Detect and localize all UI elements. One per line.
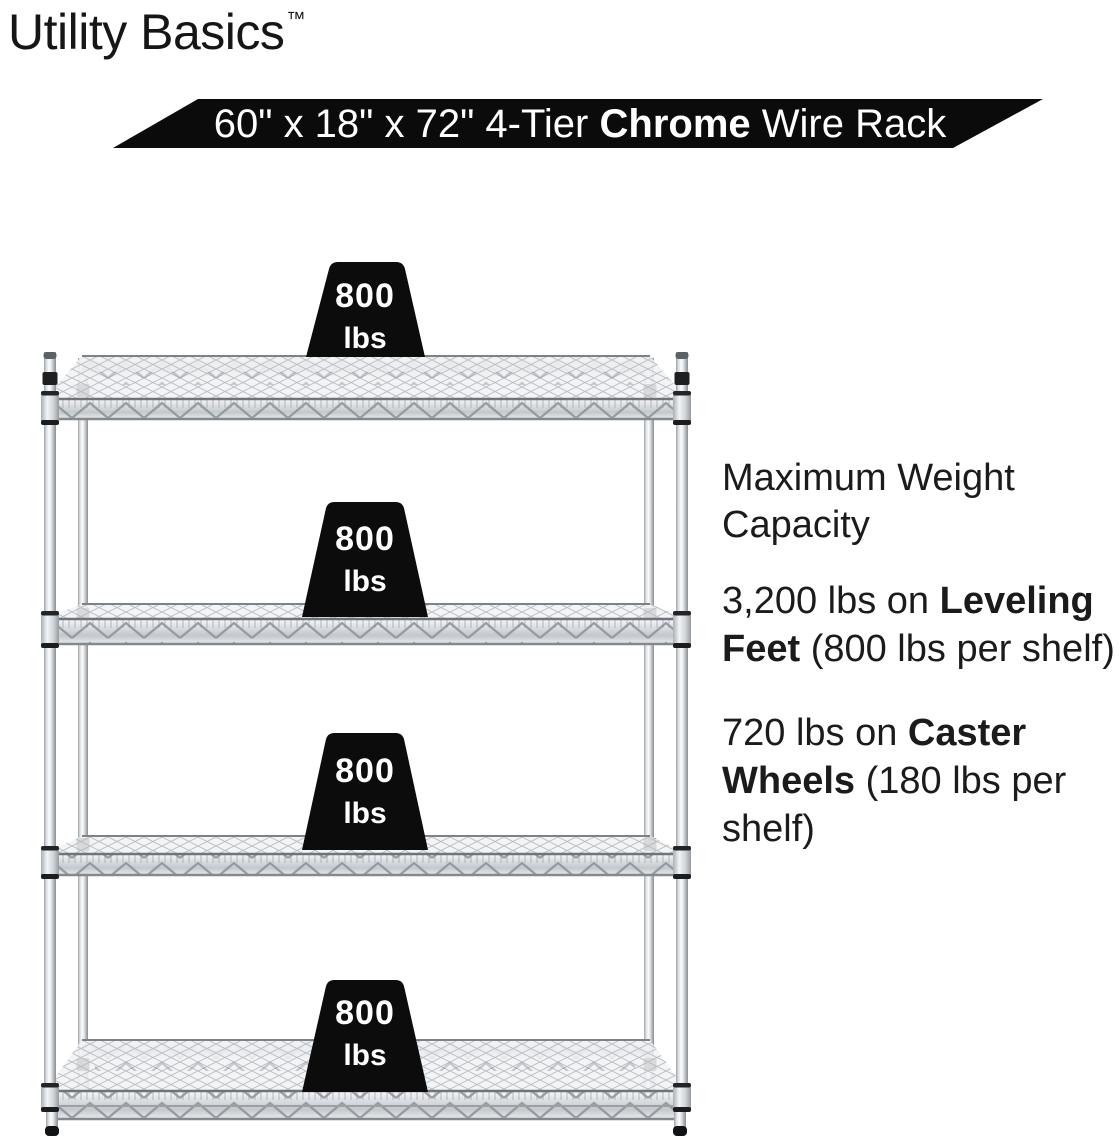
leveling-feet-capacity-text: 3,200 lbs on Leveling Feet (800 lbs per … <box>722 577 1120 673</box>
tier-3-load-unit: lbs <box>343 797 387 830</box>
banner-product-text: Wire Rack <box>750 102 947 146</box>
back-rails <box>82 356 650 1058</box>
weight-trapezoid-1 <box>306 262 425 357</box>
shelf-surfaces <box>46 355 686 1090</box>
leveling-feet-lead: 3,200 lbs on <box>722 580 940 622</box>
wire-rack <box>41 352 691 1136</box>
leveling-feet-emphasis: Leveling Feet <box>722 580 1094 670</box>
tier-2-load-value: 800 <box>335 520 395 558</box>
tier-1-load-value: 800 <box>335 277 395 315</box>
tier-2-weight-label: 800 lbs <box>303 519 427 605</box>
corner-collars <box>41 391 691 1112</box>
caster-wheels-tail: (180 lbs per shelf) <box>722 760 1067 850</box>
tier-1-load-unit: lbs <box>343 322 387 355</box>
weight-trapezoid-2 <box>302 502 428 617</box>
tier-4-load-unit: lbs <box>343 1039 387 1072</box>
banner-finish-text: Chrome <box>599 102 751 146</box>
capacity-info-panel: Maximum Weight Capacity 3,200 lbs on Lev… <box>722 455 1120 889</box>
weight-trapezoid-4 <box>302 980 428 1092</box>
caster-wheels-lead: 720 lbs on <box>722 712 908 754</box>
tier-4-weight-label: 800 lbs <box>303 993 427 1079</box>
capacity-heading: Maximum Weight Capacity <box>722 457 1015 546</box>
tier-2-load-unit: lbs <box>343 565 387 598</box>
caster-wheels-emphasis: Caster Wheels <box>722 712 1027 802</box>
weight-badges <box>302 262 428 1092</box>
tier-1-weight-label: 800 lbs <box>303 276 427 362</box>
tier-3-weight-label: 800 lbs <box>303 751 427 837</box>
tier-3-load-value: 800 <box>335 752 395 790</box>
banner-ribbon-shape <box>113 99 1043 148</box>
trademark-symbol: ™ <box>286 9 305 30</box>
shelf-front-bands <box>46 397 686 1121</box>
leveling-feet-tail: (800 lbs per shelf) <box>800 628 1115 670</box>
tier-4-load-value: 800 <box>335 994 395 1032</box>
front-posts <box>42 352 690 1104</box>
banner-dimensions-text: 60" x 18" x 72" 4-Tier <box>213 102 600 146</box>
product-title-banner: 60" x 18" x 72" 4-Tier Chrome Wire Rack <box>140 101 1020 148</box>
leveling-feet <box>45 1112 687 1136</box>
brand-name: Utility Basics <box>8 4 285 60</box>
weight-trapezoid-3 <box>302 733 428 850</box>
caster-wheels-capacity-text: 720 lbs on Caster Wheels (180 lbs per sh… <box>722 709 1120 853</box>
